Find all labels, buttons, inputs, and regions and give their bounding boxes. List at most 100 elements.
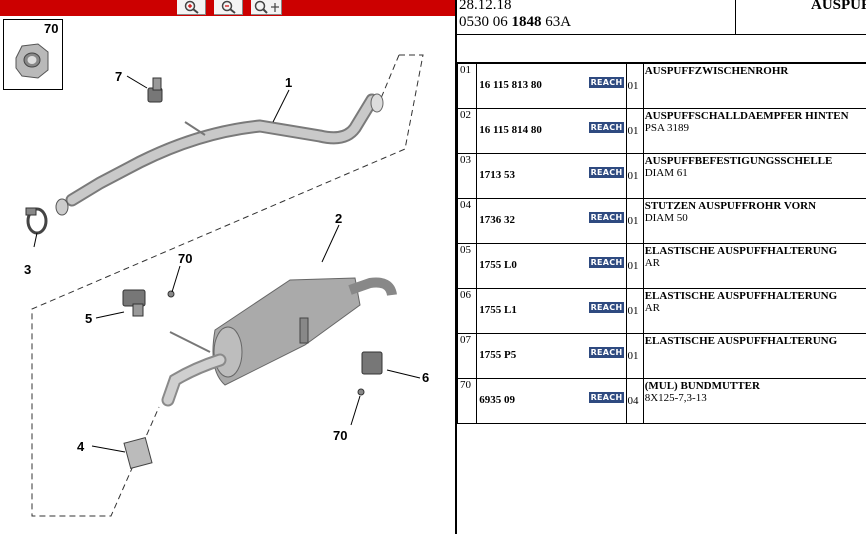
part-quantity-cell: 04 xyxy=(626,378,644,424)
callout-1: 1 xyxy=(285,75,293,90)
zoom-in-icon xyxy=(184,0,199,14)
part-reference[interactable]: 6935 09 xyxy=(479,394,516,406)
part-position: 03 xyxy=(456,153,478,199)
part-position-text: 03 xyxy=(460,154,471,166)
parts-header: 28.12.18 0530 06 1848 63A AUSPUFF xyxy=(457,0,866,35)
zoom-pan-icon xyxy=(254,0,279,14)
part-quantity: 01 xyxy=(627,170,639,182)
zoom-out-icon xyxy=(221,0,236,14)
header-date: 28.12.18 xyxy=(459,0,512,13)
part-position: 04 xyxy=(456,198,478,244)
panel-divider xyxy=(455,0,457,534)
reach-badge[interactable]: REACH xyxy=(588,167,625,178)
header-title: AUSPUFF xyxy=(811,0,866,13)
exhaust-diagram xyxy=(25,54,424,517)
part-detail: 8X125-7,3-13 xyxy=(644,392,707,404)
header-subrow xyxy=(457,35,866,63)
part-reference[interactable]: 1755 L0 xyxy=(479,259,517,271)
part-reference[interactable]: 1713 53 xyxy=(479,169,516,181)
part-description: STUTZEN AUSPUFFROHR VORN xyxy=(644,200,817,212)
reach-badge[interactable]: REACH xyxy=(588,392,625,403)
part-reference-cell: 1736 32 REACH xyxy=(476,198,628,244)
part-reference-cell: 16 115 814 80 REACH xyxy=(476,108,628,154)
part-description: AUSPUFFZWISCHENROHR xyxy=(644,65,789,77)
nut-detail-box: 70 xyxy=(3,19,63,90)
part-position-text: 01 xyxy=(460,64,471,76)
part-position: 01 xyxy=(456,63,478,109)
part-reference-cell: 1755 L0 REACH xyxy=(476,243,628,289)
callout-3: 3 xyxy=(24,262,32,277)
part-reference[interactable]: 1755 P5 xyxy=(479,349,517,361)
part-reference[interactable]: 16 115 813 80 xyxy=(479,79,542,91)
part-quantity: 01 xyxy=(627,80,639,92)
part-quantity-cell: 01 xyxy=(626,153,644,199)
part-detail: DIAM 61 xyxy=(644,167,688,179)
part-position: 02 xyxy=(456,108,478,154)
reach-badge[interactable]: REACH xyxy=(588,77,625,88)
callout-6: 6 xyxy=(422,370,430,385)
part-reference-cell: 1713 53 REACH xyxy=(476,153,628,199)
callout-4: 4 xyxy=(77,439,85,454)
part-description: ELASTISCHE AUSPUFFHALTERUNG xyxy=(644,335,838,347)
part-position: 07 xyxy=(456,333,478,379)
reach-badge[interactable]: REACH xyxy=(588,257,625,268)
hanger-6 xyxy=(357,351,383,396)
part-description: AUSPUFFBEFESTIGUNGSSCHELLE xyxy=(644,155,833,167)
callout-70-box: 70 xyxy=(44,21,59,36)
part-position: 70 xyxy=(456,378,478,424)
part-position-text: 02 xyxy=(460,109,471,121)
part-reference[interactable]: 1755 L1 xyxy=(479,304,517,316)
part-description: ELASTISCHE AUSPUFFHALTERUNG xyxy=(644,245,838,257)
part-quantity-cell: 01 xyxy=(626,108,644,154)
part-detail: AR xyxy=(644,302,660,314)
zoom-in-button[interactable] xyxy=(177,0,206,15)
zoom-pan-button[interactable] xyxy=(251,0,282,15)
part-quantity-cell: 01 xyxy=(626,243,644,289)
part-reference-cell: 1755 P5 REACH xyxy=(476,333,628,379)
header-separator xyxy=(735,0,736,34)
part-detail: PSA 3189 xyxy=(644,122,690,134)
part-quantity: 01 xyxy=(627,260,639,272)
reach-badge[interactable]: REACH xyxy=(588,302,625,313)
toolbar xyxy=(0,0,455,16)
connector-4 xyxy=(123,436,153,470)
part-quantity-cell: 01 xyxy=(626,288,644,334)
header-ref-suffix: 63A xyxy=(541,14,572,30)
part-reference[interactable]: 16 115 814 80 xyxy=(479,124,542,136)
part-reference-cell: 1755 L1 REACH xyxy=(476,288,628,334)
reach-badge[interactable]: REACH xyxy=(588,212,625,223)
part-reference[interactable]: 1736 32 xyxy=(479,214,516,226)
part-description-cell: ELASTISCHE AUSPUFFHALTERUNG xyxy=(642,333,866,379)
zoom-out-button[interactable] xyxy=(214,0,243,15)
rear-silencer xyxy=(161,277,397,407)
part-quantity-cell: 01 xyxy=(626,198,644,244)
reach-badge[interactable]: REACH xyxy=(588,122,625,133)
part-description-cell: AUSPUFFZWISCHENROHR xyxy=(642,63,866,109)
part-detail: DIAM 50 xyxy=(644,212,688,224)
part-position-text: 70 xyxy=(460,379,471,391)
header-reference: 0530 06 1848 63A xyxy=(459,14,571,31)
part-position-text: 05 xyxy=(460,244,471,256)
part-quantity-cell: 01 xyxy=(626,63,644,109)
part-position-text: 06 xyxy=(460,289,471,301)
reach-badge[interactable]: REACH xyxy=(588,347,625,358)
part-position-text: 07 xyxy=(460,334,471,346)
assembly-outline xyxy=(31,54,424,517)
header-ref-bold: 1848 xyxy=(511,14,542,30)
part-description: AUSPUFFSCHALLDAEMPFER HINTEN xyxy=(644,110,849,122)
callout-70a: 70 xyxy=(178,251,193,266)
part-quantity: 01 xyxy=(627,350,639,362)
